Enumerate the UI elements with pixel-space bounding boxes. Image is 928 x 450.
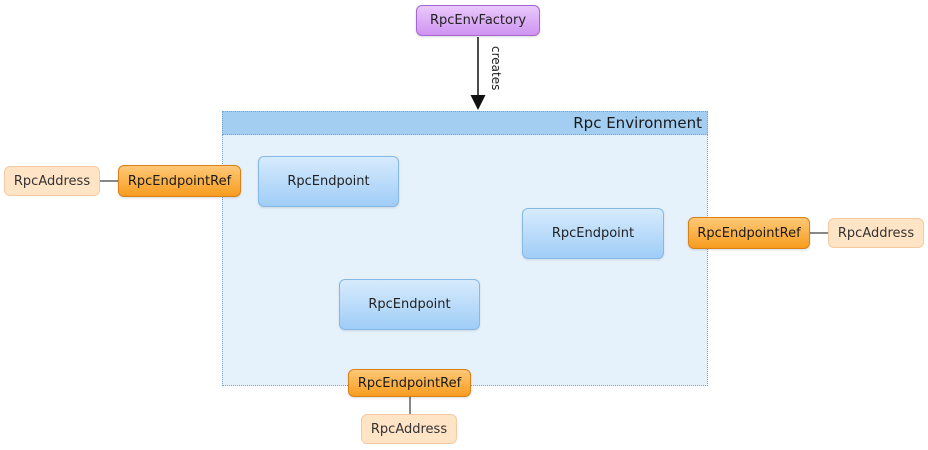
address-label-2: RpcAddress [837,225,915,241]
rpc-environment-header [222,111,708,135]
ref-label-1: RpcEndpointRef [127,173,232,189]
rpc-address-node-3: RpcAddress [361,414,457,444]
ref-label-3: RpcEndpointRef [357,375,462,391]
creates-label: creates [489,45,503,91]
rpc-endpoint-node-3: RpcEndpoint [339,279,480,330]
rpc-endpoint-node-1: RpcEndpoint [258,156,399,207]
rpc-env-factory-node: RpcEnvFactory [416,5,540,36]
address-label-3: RpcAddress [370,421,448,437]
rpc-endpoint-node-2: RpcEndpoint [522,208,664,259]
address-label-1: RpcAddress [13,173,91,189]
endpoint-label-3: RpcEndpoint [368,297,451,312]
rpc-endpoint-ref-node-2: RpcEndpointRef [688,217,810,249]
rpc-endpoint-ref-node-1: RpcEndpointRef [118,165,241,197]
ref-label-2: RpcEndpointRef [697,225,801,241]
rpc-endpoint-ref-node-3: RpcEndpointRef [348,369,471,397]
endpoint-label-2: RpcEndpoint [551,226,635,241]
rpc-address-node-1: RpcAddress [4,166,100,196]
factory-label: RpcEnvFactory [429,13,527,28]
rpc-address-node-2: RpcAddress [828,218,924,248]
rpc-environment-title: Rpc Environment [573,114,702,132]
endpoint-label-1: RpcEndpoint [287,174,370,189]
